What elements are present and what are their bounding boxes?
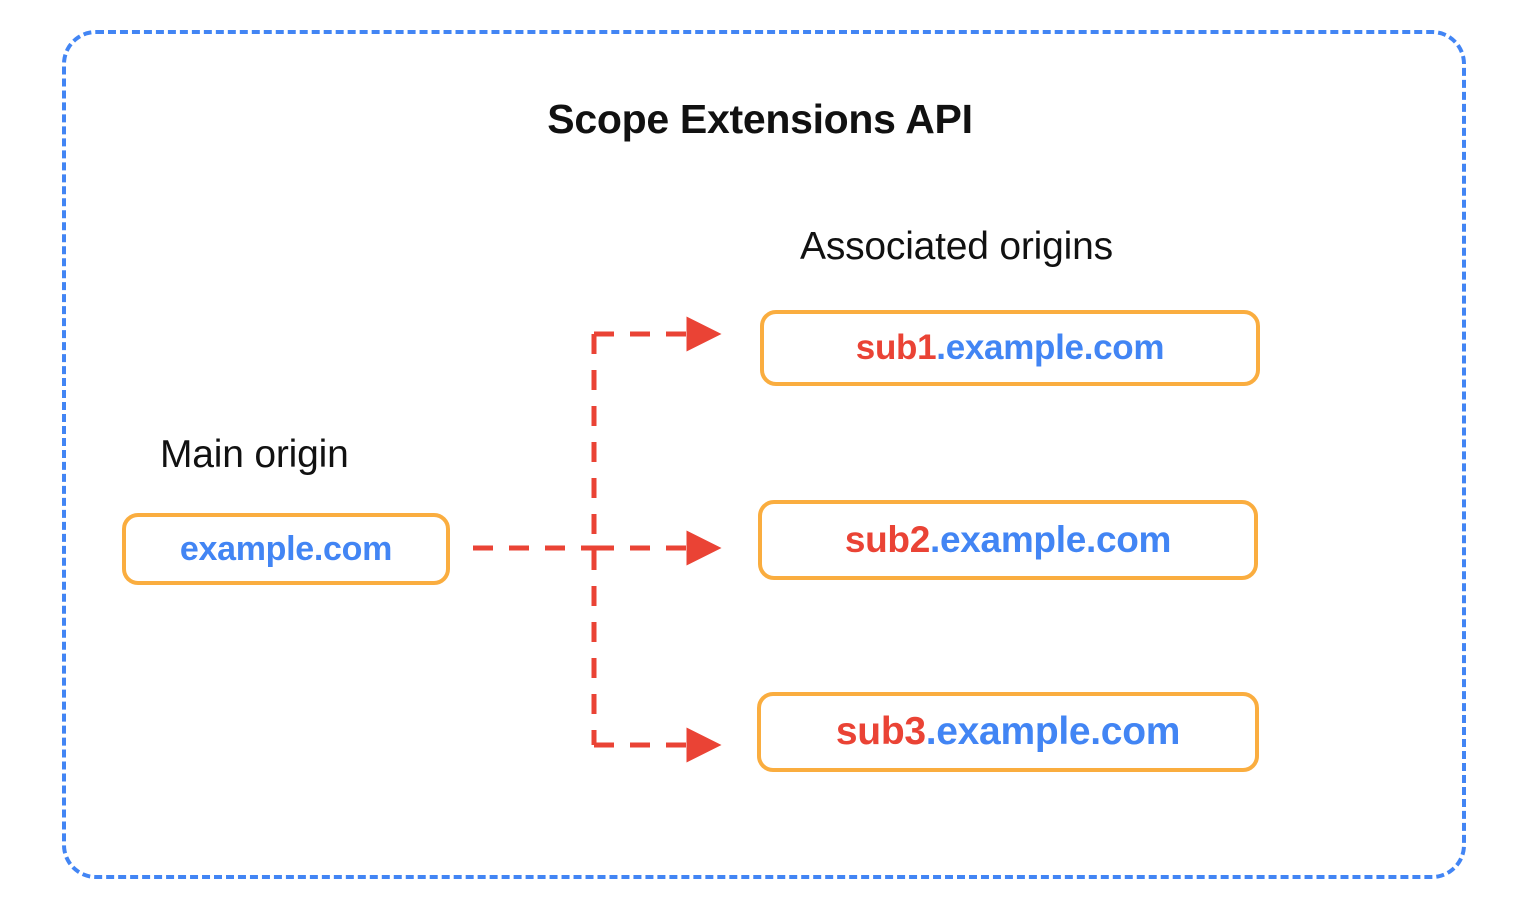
main-origin-label: Main origin — [160, 433, 349, 476]
origin-box-sub3[interactable]: sub3.example.com — [757, 692, 1259, 772]
origin-sub-text: sub3 — [835, 710, 926, 753]
origin-domain-text: .example.com — [936, 328, 1165, 367]
origin-box-sub1[interactable]: sub1.example.com — [760, 310, 1260, 386]
origin-domain-text: .example.com — [925, 710, 1181, 753]
origin-sub-text: sub1 — [855, 328, 937, 367]
associated-origins-label: Associated origins — [800, 225, 1113, 268]
scope-extensions-frame — [62, 30, 1466, 879]
origin-domain-text: .example.com — [930, 519, 1172, 560]
origin-domain-text: example.com — [179, 529, 393, 568]
origin-sub-text: sub2 — [844, 519, 931, 560]
origin-box-sub2[interactable]: sub2.example.com — [758, 500, 1258, 580]
page-title: Scope Extensions API — [547, 96, 973, 142]
origin-box-main[interactable]: example.com — [122, 513, 450, 585]
